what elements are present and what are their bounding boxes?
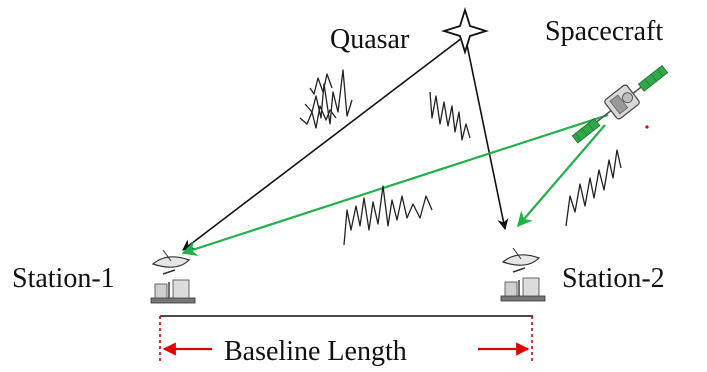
station-2-label: Station-2	[562, 263, 665, 294]
station-2-antenna-icon	[500, 247, 546, 302]
quasar-to-station2-signal	[465, 39, 509, 231]
spacecraft-to-station1-signal	[181, 113, 609, 257]
quasar-to-station1-signal	[182, 37, 463, 251]
waveform-quasar-right	[429, 91, 471, 141]
quasar-label: Quasar	[330, 24, 410, 55]
waveform-spacecraft-left	[343, 185, 433, 246]
spacecraft-to-station2-signal	[516, 124, 606, 228]
station-1-antenna-icon	[150, 249, 196, 304]
waveform-quasar-left	[299, 69, 353, 129]
spacecraft-icon	[571, 65, 669, 144]
baseline-length-label: Baseline Length	[224, 336, 407, 367]
spacecraft-label: Spacecraft	[545, 16, 663, 47]
waveform-spacecraft-right	[565, 149, 622, 227]
station-1-label: Station-1	[12, 263, 115, 294]
quasar-icon	[440, 6, 490, 56]
